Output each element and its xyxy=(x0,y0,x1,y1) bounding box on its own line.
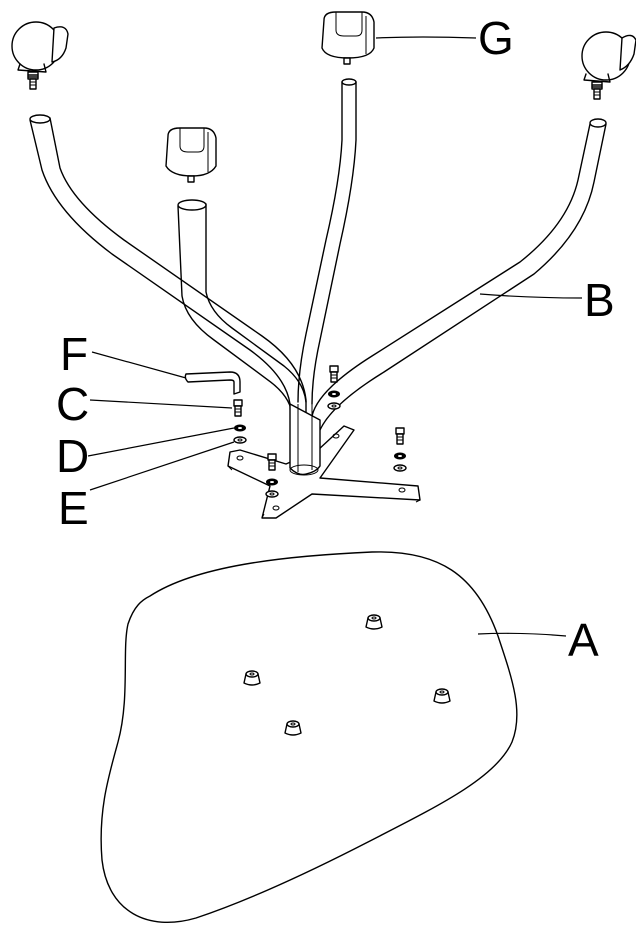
bolt xyxy=(329,365,339,383)
bolt xyxy=(233,399,243,417)
frame-tube xyxy=(311,118,607,431)
lock-washer xyxy=(266,478,278,486)
seat-stud xyxy=(284,720,302,736)
flat-washer xyxy=(393,464,407,472)
seat-stud xyxy=(365,614,383,630)
flat-washer xyxy=(233,436,247,444)
bolt xyxy=(395,427,405,445)
base-plate xyxy=(227,425,421,519)
frame-tube xyxy=(29,114,307,469)
bolt xyxy=(267,453,277,471)
lock-washer xyxy=(328,390,340,398)
flat-washer xyxy=(265,490,279,498)
lock-washer xyxy=(394,452,406,460)
seat-pan xyxy=(100,551,518,923)
part-label-a: A xyxy=(568,614,599,666)
caster-wheel xyxy=(581,31,636,100)
hex-key xyxy=(184,371,241,395)
glide-cap xyxy=(321,11,375,65)
lock-washer xyxy=(234,424,246,432)
glide-cap xyxy=(165,127,217,183)
frame-tube xyxy=(177,199,307,415)
part-label-g: G xyxy=(478,12,514,64)
part-label-e: E xyxy=(58,482,89,534)
seat-stud xyxy=(433,688,451,704)
part-label-d: D xyxy=(56,430,89,482)
part-label-b: B xyxy=(584,274,615,326)
seat-stud xyxy=(243,670,261,686)
caster-wheel xyxy=(11,21,69,90)
part-label-f: F xyxy=(60,328,88,380)
frame-tube xyxy=(297,78,357,405)
leader-lines xyxy=(87,36,583,637)
center-post xyxy=(289,403,321,476)
flat-washer xyxy=(327,402,341,410)
part-label-c: C xyxy=(56,378,89,430)
